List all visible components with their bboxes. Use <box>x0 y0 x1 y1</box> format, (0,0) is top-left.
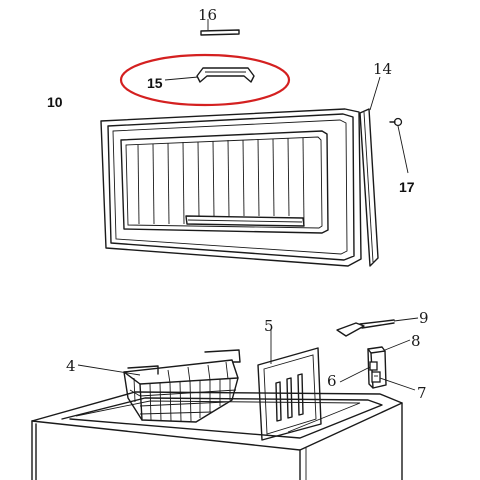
part-10-door[interactable] <box>100 108 362 267</box>
label-7: 7 <box>417 384 427 402</box>
part-16-pin[interactable] <box>200 19 240 36</box>
part-7-bulb[interactable] <box>371 371 416 391</box>
label-9: 9 <box>419 309 429 327</box>
label-15: 15 <box>147 75 163 91</box>
label-14: 14 <box>373 60 392 78</box>
label-8: 8 <box>411 332 421 350</box>
label-4: 4 <box>66 357 76 375</box>
part-4-basket[interactable] <box>77 349 241 423</box>
door-ribs <box>137 137 305 225</box>
label-16: 16 <box>198 6 217 24</box>
cabinet-body <box>31 391 403 480</box>
part-15-handle[interactable] <box>164 67 255 83</box>
part-17-screw[interactable] <box>389 117 409 174</box>
label-6: 6 <box>327 372 337 390</box>
label-17: 17 <box>399 179 415 195</box>
basket-mesh <box>129 361 237 422</box>
part-9-knob[interactable] <box>336 317 419 337</box>
part-14-gasket[interactable] <box>359 76 381 267</box>
part-6-switch[interactable] <box>339 361 378 383</box>
label-5: 5 <box>264 317 274 335</box>
label-10: 10 <box>47 94 63 110</box>
part-5-divider[interactable] <box>257 330 322 441</box>
highlight-circle <box>119 53 291 107</box>
